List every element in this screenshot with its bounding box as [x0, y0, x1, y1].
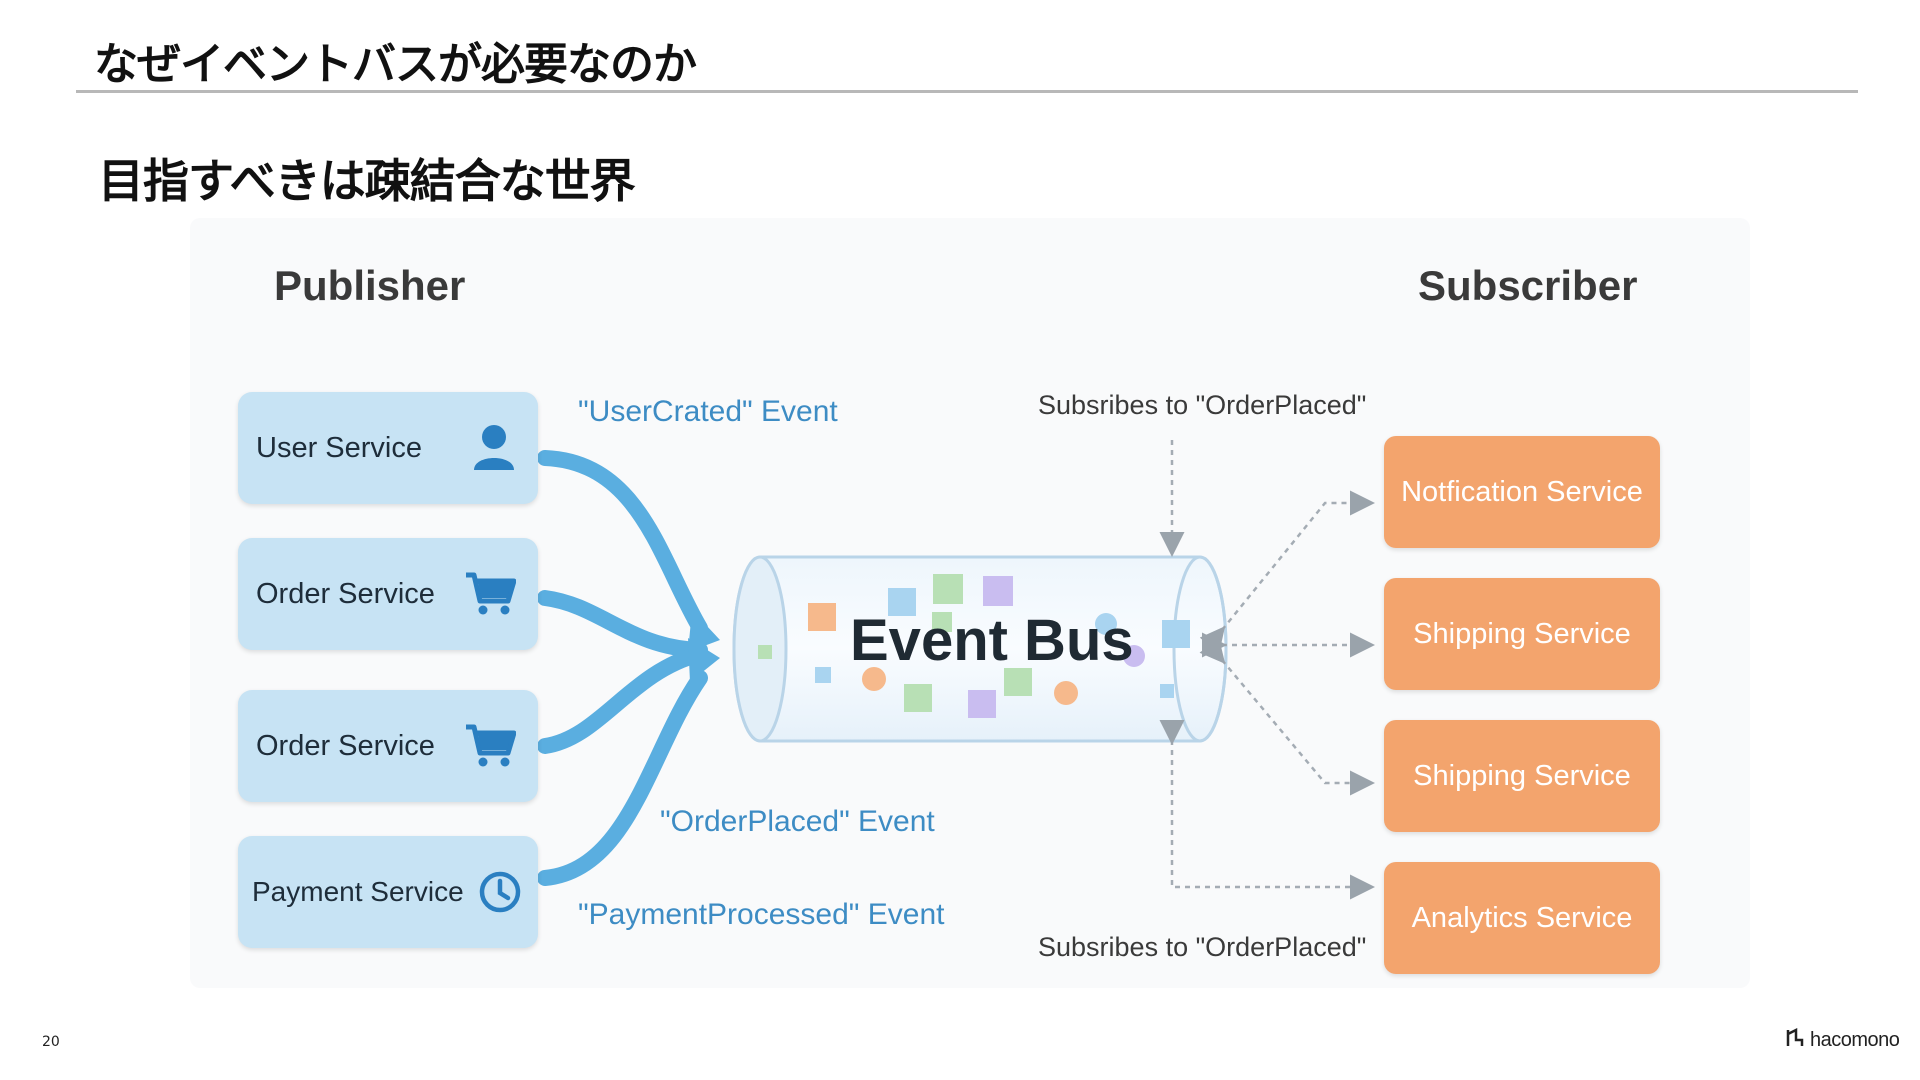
page-number: 20: [42, 1034, 60, 1050]
event-label-user-created: "UserCrated" Event: [578, 395, 838, 428]
cart-icon: [464, 571, 516, 617]
event-particles: [758, 574, 1190, 718]
subscriber-notification-service: Notfication Service: [1384, 436, 1660, 548]
publisher-label: User Service: [256, 431, 422, 464]
subscriber-label: Shipping Service: [1413, 759, 1631, 792]
company-logo: hacomono: [1786, 1027, 1900, 1052]
subscriber-label: Notfication Service: [1401, 475, 1643, 508]
event-label-payment-processed: "PaymentProcessed" Event: [578, 898, 945, 931]
publisher-flow-arrows: [537, 450, 708, 886]
event-label-order-placed: "OrderPlaced" Event: [660, 805, 935, 838]
subscriber-heading: Subscriber: [1418, 262, 1638, 309]
subscriber-shipping-service: Shipping Service: [1384, 578, 1660, 690]
publisher-order-service: Order Service: [238, 538, 538, 650]
logo-text: hacomono: [1810, 1028, 1900, 1051]
subscriber-shipping-service-2: Shipping Service: [1384, 720, 1660, 832]
clock-icon: [478, 870, 522, 914]
subscriber-label: Shipping Service: [1413, 617, 1631, 650]
subscriber-flow-arrows: [1159, 440, 1375, 900]
publisher-user-service: User Service: [238, 392, 538, 504]
subscriber-analytics-service: Analytics Service: [1384, 862, 1660, 974]
user-icon: [472, 424, 516, 472]
publisher-order-service-2: Order Service: [238, 690, 538, 802]
slide-subtitle: 目指すべきは疎結合な世界: [98, 154, 636, 208]
subscription-note-top: Subsribes to "OrderPlaced": [1038, 390, 1367, 420]
logo-mark-icon: [1786, 1027, 1804, 1052]
publisher-heading: Publisher: [274, 262, 466, 309]
event-bus-label: Event Bus: [850, 608, 1134, 673]
publisher-payment-service: Payment Service: [238, 836, 538, 948]
publisher-label: Order Service: [256, 729, 435, 762]
publisher-arrowheads: [688, 610, 720, 682]
subscriber-label: Analytics Service: [1411, 901, 1633, 934]
publisher-label: Payment Service: [252, 876, 464, 907]
title-divider: [76, 90, 1858, 93]
page-title: なぜイベントバスが必要なのか: [94, 39, 697, 90]
subscription-note-bottom: Subsribes to "OrderPlaced": [1038, 932, 1367, 962]
cart-icon: [464, 723, 516, 769]
publisher-label: Order Service: [256, 577, 435, 610]
